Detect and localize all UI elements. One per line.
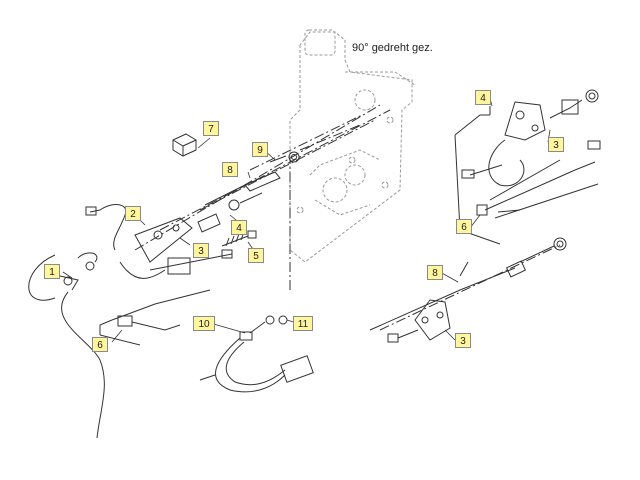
callout-6: 6 <box>92 337 108 352</box>
callout-9: 9 <box>252 142 268 157</box>
part-4-sensor-left <box>197 192 263 233</box>
callout-5: 5 <box>248 248 264 263</box>
rotation-note: 90° gedreht gez. <box>352 42 433 54</box>
part-1-cable <box>28 252 105 439</box>
callout-8: 8 <box>222 162 238 177</box>
callout-8: 8 <box>427 265 443 280</box>
part-4-assembly-right <box>454 89 601 245</box>
callout-4: 4 <box>475 90 491 105</box>
callout-10: 10 <box>193 316 215 331</box>
callout-1: 1 <box>44 264 60 279</box>
part-3-plate-right <box>387 299 451 343</box>
part-7 <box>172 133 197 157</box>
part-10-sensor <box>199 315 314 393</box>
part-8-left <box>204 171 281 206</box>
part-11 <box>278 315 288 325</box>
callout-4: 4 <box>231 220 247 235</box>
callout-3: 3 <box>455 333 471 348</box>
part-9 <box>269 151 300 163</box>
callout-7: 7 <box>203 121 219 136</box>
callout-11: 11 <box>293 316 313 331</box>
callout-2: 2 <box>125 206 141 221</box>
callout-3: 3 <box>193 243 209 258</box>
part-2-plate <box>134 217 193 263</box>
callout-6: 6 <box>456 219 472 234</box>
callout-3: 3 <box>548 137 564 152</box>
part-8-right <box>369 237 567 331</box>
part-5-spring <box>221 230 257 247</box>
part-6-left <box>99 249 233 346</box>
assembly-axes <box>134 104 561 331</box>
